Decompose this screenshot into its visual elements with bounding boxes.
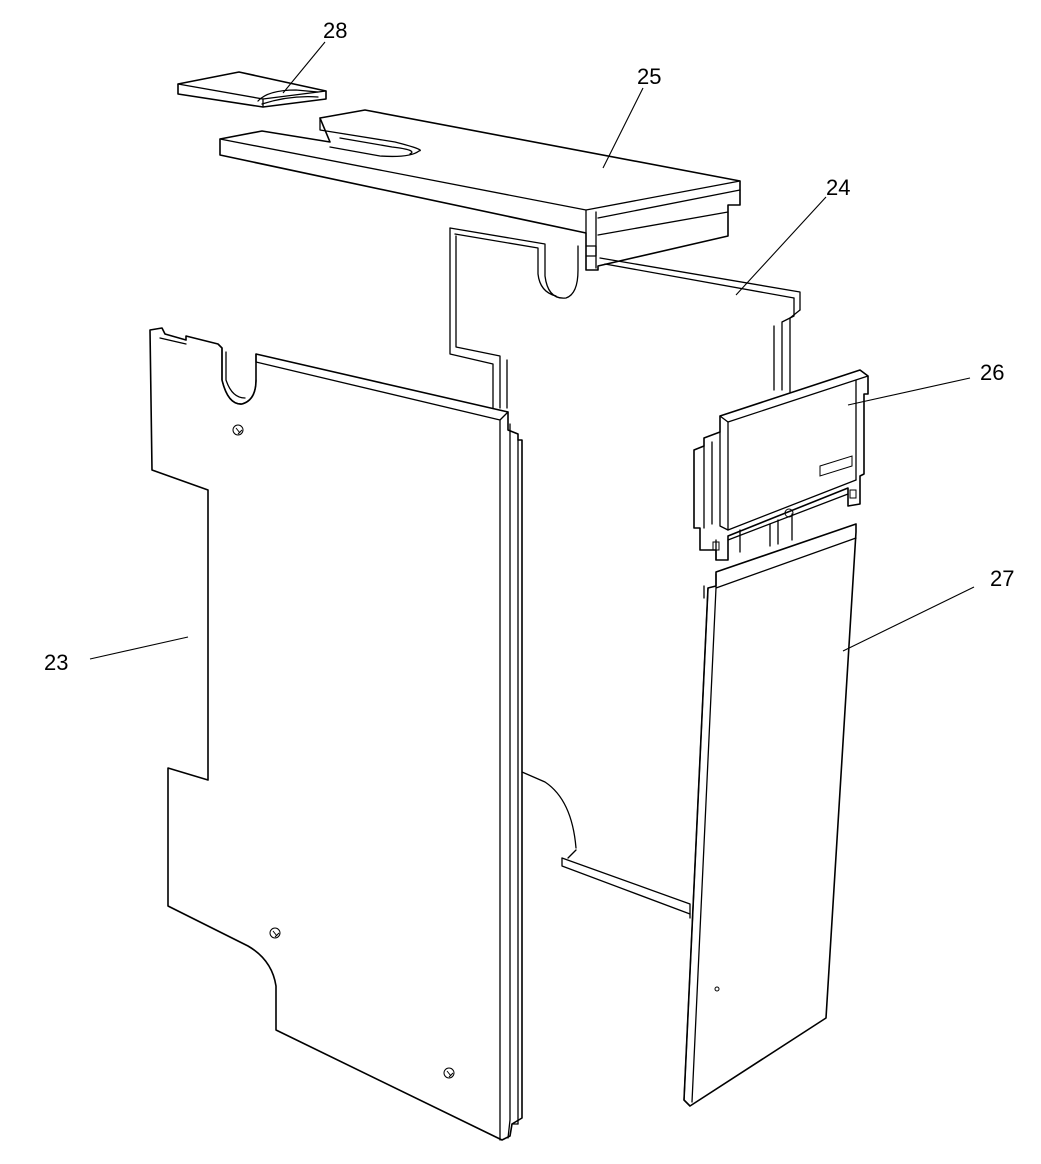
- part-25-top-panel: [219, 109, 741, 271]
- leader-26: [847, 377, 971, 406]
- callout-26: 26: [980, 360, 1004, 385]
- callout-24: 24: [826, 175, 850, 200]
- callout-labels: 28 25 24 26 27 23: [44, 18, 1014, 675]
- bottom-frame-member: [521, 771, 691, 919]
- part-27-front-panel: [683, 523, 857, 1107]
- leader-23: [89, 636, 189, 660]
- leader-28: [282, 41, 326, 94]
- callout-27: 27: [990, 566, 1014, 591]
- part-24-back-frame: [449, 227, 801, 409]
- part-26-control-box: [693, 369, 869, 561]
- leader-24: [735, 196, 827, 296]
- callout-28: 28: [323, 18, 347, 43]
- leader-25: [602, 87, 644, 169]
- callout-25: 25: [637, 64, 661, 89]
- callout-23: 23: [44, 650, 68, 675]
- part-23-left-panel: [149, 327, 523, 1141]
- leader-lines: [89, 41, 975, 660]
- part-28-top-cover: [177, 71, 327, 108]
- leader-27: [842, 586, 975, 652]
